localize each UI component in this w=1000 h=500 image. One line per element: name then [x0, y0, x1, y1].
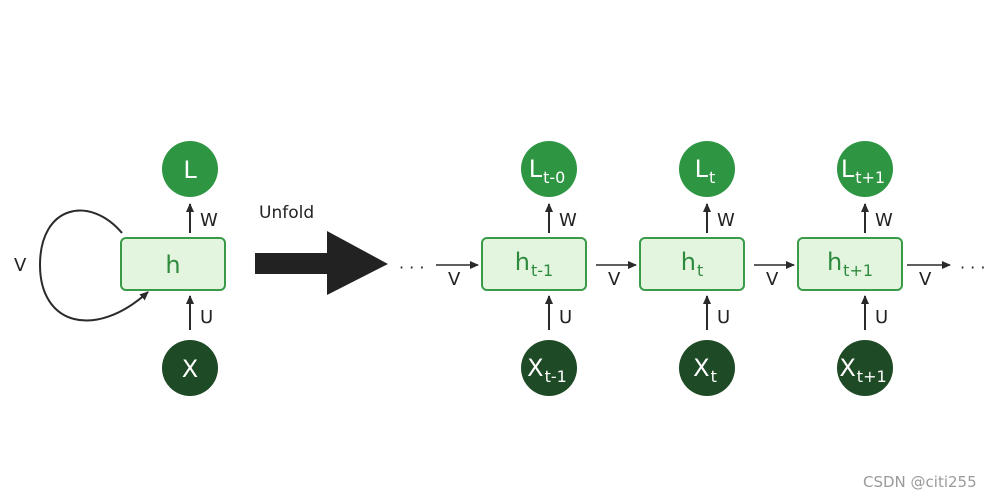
- w-label: W: [200, 210, 218, 231]
- unfold-label: Unfold: [259, 203, 314, 223]
- unfold-transition: Unfold: [255, 203, 388, 295]
- hidden-state-label-subscript: t: [697, 261, 703, 280]
- ellipsis-left: · · ·: [399, 258, 424, 277]
- input-node: [679, 340, 735, 396]
- hidden-state-box: [481, 237, 587, 291]
- input-node-label-base: X: [527, 354, 543, 382]
- hidden-state-label-base: h: [827, 248, 842, 276]
- u-label: U: [200, 307, 213, 328]
- input-node-label: Xt: [693, 354, 717, 386]
- output-node-label: Lt+1: [841, 155, 885, 187]
- input-node-label-subscript: t+1: [857, 367, 887, 386]
- v-label: V: [608, 269, 621, 290]
- input-node: [521, 340, 577, 396]
- input-node-label: Xt-1: [527, 354, 567, 386]
- hidden-state-label-subscript: t-1: [531, 261, 553, 280]
- w-label: W: [559, 210, 577, 231]
- v-loop-arrow: [38, 209, 149, 322]
- input-node-label-base: X: [839, 354, 855, 382]
- output-node: [521, 141, 577, 197]
- hidden-state-label: h: [165, 251, 180, 279]
- watermark: CSDN @citi255: [863, 473, 977, 491]
- hidden-state-label-subscript: t+1: [843, 261, 873, 280]
- unfold-arrow-icon: [255, 231, 388, 295]
- input-node-label-subscript: t: [711, 367, 717, 386]
- input-node-X: [162, 340, 218, 396]
- u-label: U: [875, 307, 888, 328]
- input-node-label-subscript: t-1: [545, 367, 567, 386]
- hidden-state-box: [639, 237, 745, 291]
- hidden-state-label-base: h: [515, 248, 530, 276]
- output-node-label-base: L: [529, 155, 543, 183]
- hidden-state-label-base: h: [681, 248, 696, 276]
- u-label: U: [717, 307, 730, 328]
- output-node-label-base: L: [695, 155, 709, 183]
- input-node-label: X: [182, 355, 198, 383]
- v-label: V: [448, 269, 461, 290]
- input-node-label: Xt+1: [839, 354, 886, 386]
- output-node: [679, 141, 735, 197]
- v-out-label: V: [919, 269, 932, 290]
- output-node-label-subscript: t+1: [855, 168, 885, 187]
- u-label: U: [559, 307, 572, 328]
- hidden-state-label: ht+1: [827, 248, 873, 280]
- hidden-state-box: [797, 237, 903, 291]
- hidden-state-label: ht-1: [515, 248, 553, 280]
- output-node-label-subscript: t: [709, 168, 715, 187]
- hidden-state-box: [120, 237, 226, 291]
- unfolded-rnn: · · · VLt-0Wht-1UXt-1VLtWhtUXtVLt+1Wht+1…: [399, 141, 985, 396]
- output-node-label: L: [183, 156, 197, 184]
- w-label: W: [875, 210, 893, 231]
- output-node-L: [162, 141, 218, 197]
- output-node-label-subscript: t-0: [543, 168, 565, 187]
- output-node-label: Lt-0: [529, 155, 566, 187]
- output-node-label: Lt: [695, 155, 716, 187]
- hidden-state-label: ht: [681, 248, 704, 280]
- v-label: V: [766, 269, 779, 290]
- w-label: W: [717, 210, 735, 231]
- input-node: [837, 340, 893, 396]
- output-node: [837, 141, 893, 197]
- v-loop-label: V: [14, 255, 27, 276]
- output-node-label-base: L: [841, 155, 855, 183]
- ellipsis-right: · · ·: [960, 258, 985, 277]
- folded-rnn: L W h V U X: [14, 141, 226, 396]
- input-node-label-base: X: [693, 354, 709, 382]
